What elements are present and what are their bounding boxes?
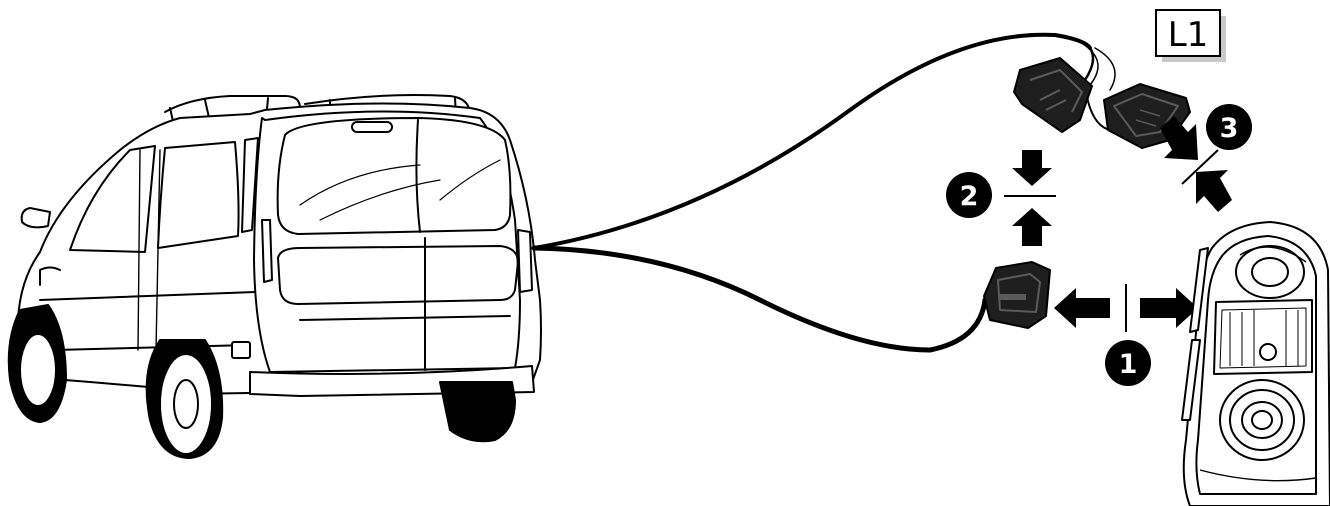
step-badge-3: 3	[1206, 104, 1252, 150]
step-1-arrows	[1054, 284, 1198, 332]
vehicle-illustration	[9, 95, 541, 458]
tail-light-assembly	[1182, 222, 1330, 506]
step-badge-1: 1	[1105, 340, 1151, 386]
step-badge-2: 2	[946, 172, 992, 218]
step-number-2: 2	[960, 181, 979, 212]
step-2-arrows	[1004, 150, 1056, 246]
harness-connector-upper	[1014, 58, 1092, 132]
l1-label-text: L1	[1168, 15, 1209, 55]
harness-connector-lower	[984, 262, 1050, 328]
step-number-1: 1	[1119, 349, 1138, 380]
l1-label-box: L1	[1156, 10, 1226, 62]
step-number-3: 3	[1220, 113, 1239, 144]
